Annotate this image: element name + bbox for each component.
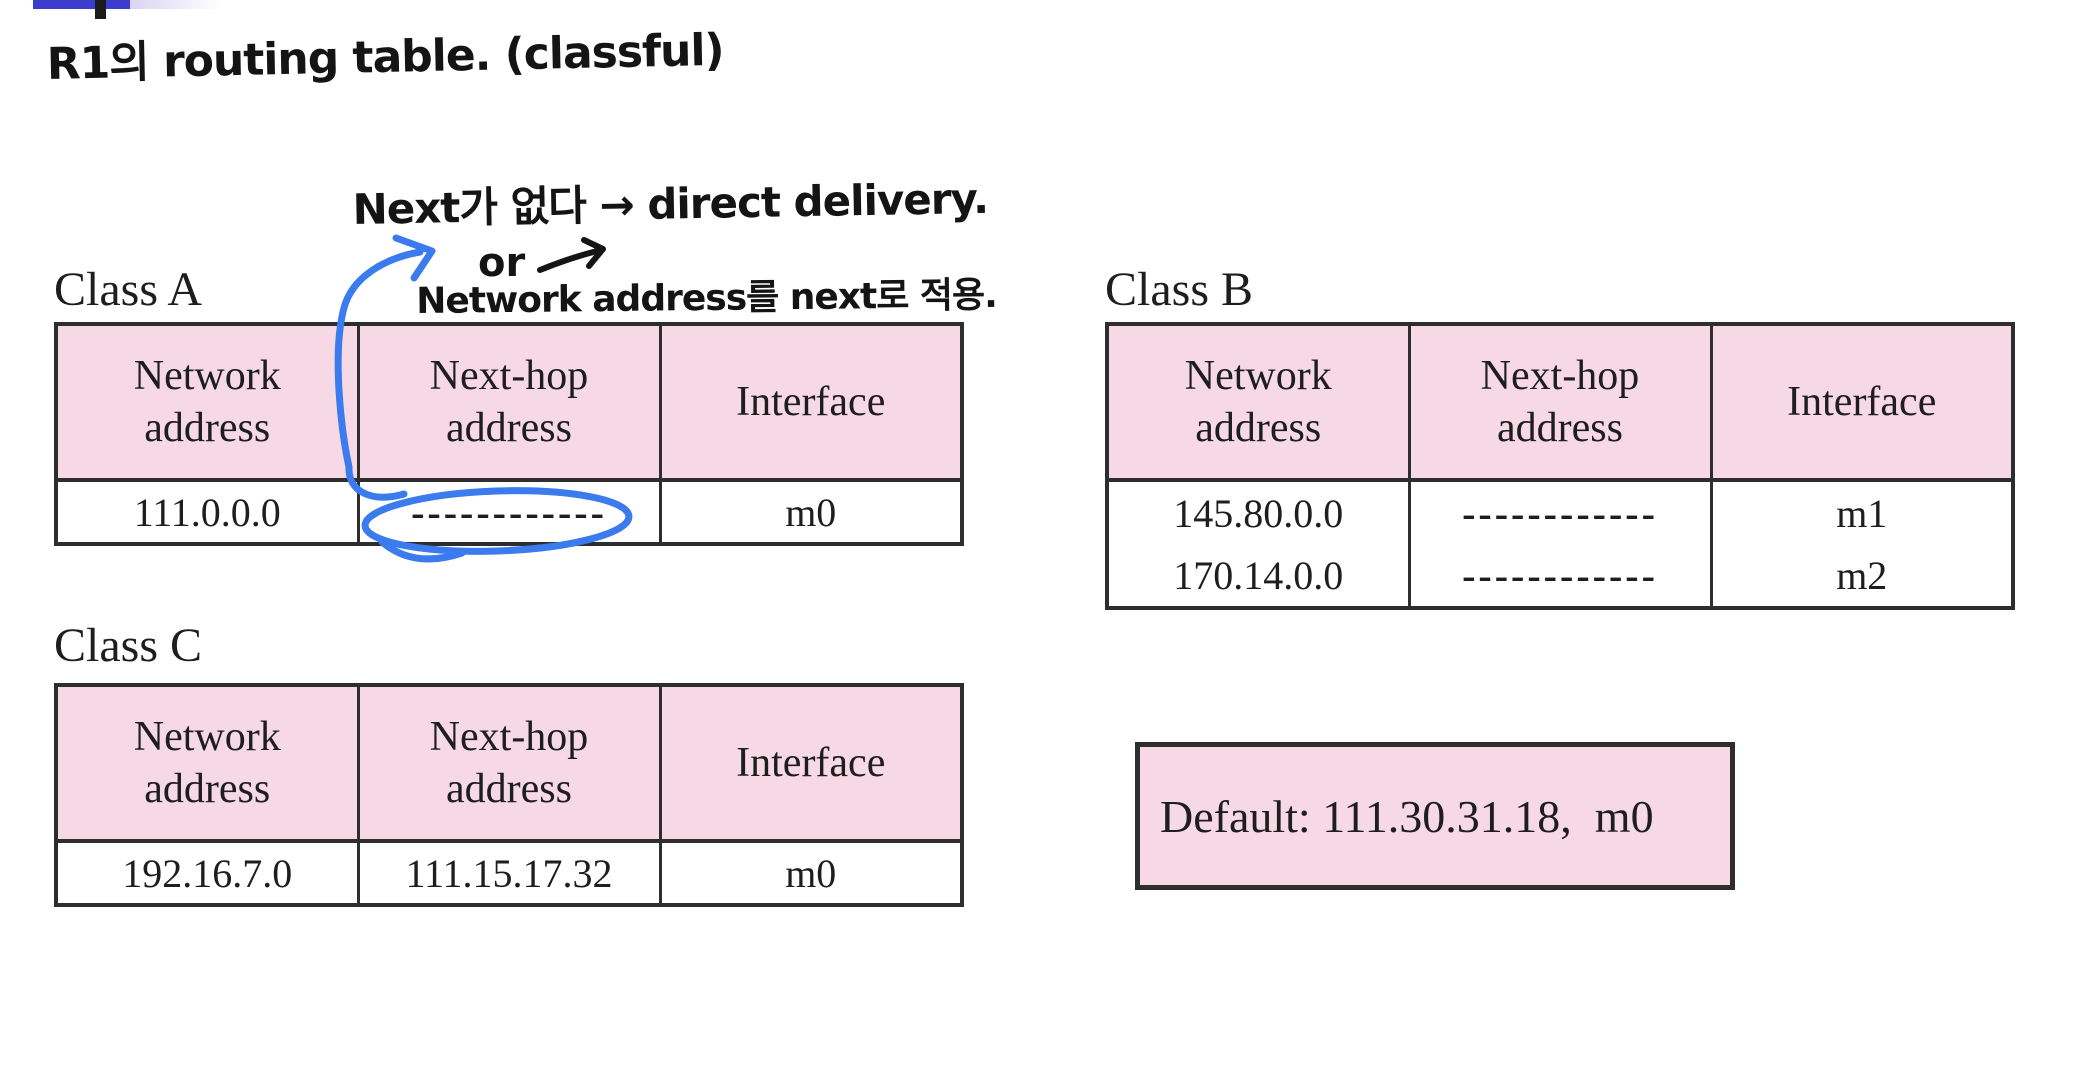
- handwritten-note-line3: Network address를 next로 적용.: [416, 274, 998, 322]
- default-route-box: Default: 111.30.31.18, m0: [1135, 742, 1735, 890]
- dark-tick-decoration: [95, 0, 106, 19]
- table-row: 111.0.0.0------------m0: [54, 480, 964, 544]
- table-row: 170.14.0.0------------m2: [1105, 544, 2015, 608]
- class-b-label: Class B: [1105, 263, 1254, 316]
- column-header: Network address: [54, 683, 360, 843]
- table-row: 145.80.0.0------------m1: [1105, 480, 2015, 544]
- table-cell: 145.80.0.0: [1105, 480, 1411, 544]
- table-cell: 111.0.0.0: [54, 480, 360, 544]
- table-cell: 170.14.0.0: [1105, 544, 1411, 608]
- handwritten-note-line2: or: [478, 240, 526, 286]
- table-cell: 192.16.7.0: [54, 841, 360, 905]
- class-c-label: Class C: [54, 619, 203, 672]
- fade-decoration: [130, 0, 222, 9]
- column-header: Next-hop address: [356, 683, 662, 843]
- column-header: Interface: [1709, 322, 2015, 482]
- ink-arrowhead-annotation: [581, 237, 606, 269]
- table-cell: m0: [658, 841, 964, 905]
- table-cell: ------------: [1407, 544, 1713, 608]
- table-cell: m0: [658, 480, 964, 544]
- handwritten-note-line1: Next가 없다 → direct delivery.: [352, 173, 989, 234]
- class-a-label: Class A: [54, 263, 203, 316]
- table-cell: m2: [1709, 544, 2015, 608]
- column-header: Next-hop address: [356, 322, 662, 482]
- ink-arrow-annotation: [537, 247, 604, 273]
- table-cell: m1: [1709, 480, 2015, 544]
- column-header: Network address: [1105, 322, 1411, 482]
- handwritten-title: R1의 routing table. (classful): [46, 24, 725, 90]
- blue-bar-decoration: [33, 0, 130, 9]
- table-cell: 111.15.17.32: [356, 841, 662, 905]
- table-cell: ------------: [1407, 480, 1713, 544]
- column-header: Network address: [54, 322, 360, 482]
- column-header: Next-hop address: [1407, 322, 1713, 482]
- table-cell: ------------: [356, 480, 662, 544]
- column-header: Interface: [658, 683, 964, 843]
- column-header: Interface: [658, 322, 964, 482]
